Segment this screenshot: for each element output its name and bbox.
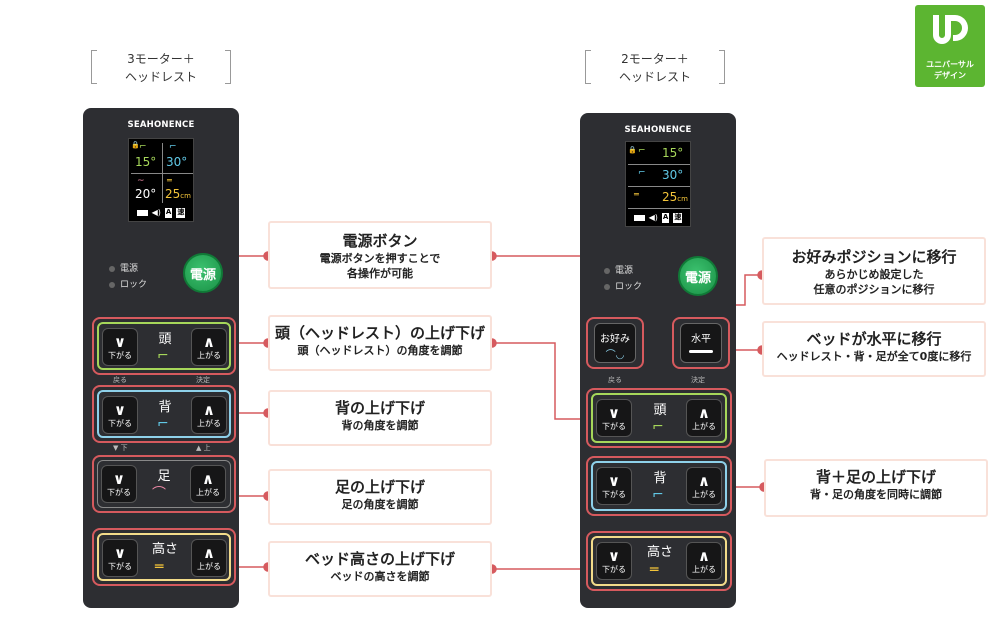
back-label: 戻る <box>113 376 127 384</box>
battery-icon <box>136 210 148 216</box>
back-label: 戻る <box>608 376 622 384</box>
callout-favorite: お好みポジションに移行 あらかじめ設定した 任意のポジションに移行 <box>762 237 986 305</box>
speaker-icon: ◀) <box>151 208 161 217</box>
lcd-screen: 🔒 ⌐ 15° ⌐ 30° ═ 25cm ◀) A 速 <box>625 141 691 227</box>
decide-label: 決定 <box>691 376 705 384</box>
callout-leg: 足の上げ下げ 足の角度を調節 <box>268 469 492 525</box>
height-label: 高さ <box>646 545 673 560</box>
height-value: 25cm <box>662 190 688 204</box>
back-up-button[interactable]: ∧上がる <box>686 467 722 505</box>
height-up-button[interactable]: ∧上がる <box>686 542 722 580</box>
back-icon: ⌐ <box>652 487 664 503</box>
left-remote: SEAHONENCE 🔒 ⌐ 15° ⌐ 30° ~ 20° ═ 25cm ◀)… <box>83 108 239 608</box>
height-down-button[interactable]: ∨下がる <box>596 542 632 580</box>
decide-label: 決定 <box>196 376 210 384</box>
back-down-button[interactable]: ∨下がる <box>102 396 138 434</box>
height-value: 25cm <box>165 187 191 201</box>
right-remote: SEAHONENCE 🔒 ⌐ 15° ⌐ 30° ═ 25cm ◀) A 速 電… <box>580 113 736 608</box>
brand-logo: SEAHONENCE <box>127 120 195 130</box>
callout-head: 頭（ヘッドレスト）の上げ下げ 頭（ヘッドレスト）の角度を調節 <box>268 315 492 371</box>
right-model-label: 2モーター＋ヘッドレスト <box>585 48 725 88</box>
lock-indicator: ロック <box>109 277 147 290</box>
flat-button-frame <box>672 317 730 369</box>
head-label: 頭 <box>158 332 172 347</box>
power-button[interactable]: 電源 <box>678 256 718 296</box>
head-button-group: ∨下がる 頭 ⌐ ∧上がる <box>586 388 732 448</box>
left-model-label: 3モーター＋ヘッドレスト <box>91 48 231 88</box>
leg-angle: 20° <box>135 187 157 201</box>
head-angle: 15° <box>135 155 157 169</box>
down-label: ▼ 下 <box>113 444 128 452</box>
favorite-button-frame <box>586 317 644 369</box>
head-down-button[interactable]: ∨下がる <box>596 399 632 437</box>
speed-badge: 速 <box>176 208 186 218</box>
head-icon: ⌐ <box>652 419 664 435</box>
speaker-icon: ◀) <box>648 213 658 222</box>
callout-flat: ベッドが水平に移行 ヘッドレスト・背・足が全て0度に移行 <box>762 321 986 377</box>
callout-back: 背の上げ下げ 背の角度を調節 <box>268 390 492 446</box>
back-up-button[interactable]: ∧上がる <box>191 396 227 434</box>
height-button-group: ∨下がる 高さ ═ ∧上がる <box>586 531 732 591</box>
power-button[interactable]: 電源 <box>183 253 223 293</box>
back-icon: ⌐ <box>157 416 169 432</box>
back-label-text: 背 <box>158 400 172 415</box>
head-angle: 15° <box>662 146 684 160</box>
head-up-button[interactable]: ∧上がる <box>686 399 722 437</box>
height-icon: ═ <box>650 562 659 578</box>
head-button-group: ∨下がる 頭 ⌐ ∧上がる <box>92 317 236 375</box>
back-down-button[interactable]: ∨下がる <box>596 467 632 505</box>
back-angle: 30° <box>662 168 684 182</box>
lcd-screen: 🔒 ⌐ 15° ⌐ 30° ~ 20° ═ 25cm ◀) A 速 <box>128 138 194 222</box>
height-down-button[interactable]: ∨下がる <box>102 539 138 577</box>
ud-mark-icon <box>933 15 968 44</box>
back-label-text: 背 <box>653 471 667 486</box>
leg-icon: ⌒ <box>152 486 166 502</box>
back-angle: 30° <box>166 155 188 169</box>
leg-label: 足 <box>157 469 171 484</box>
callout-back-leg: 背＋足の上げ下げ 背・足の角度を同時に調節 <box>764 459 988 517</box>
power-indicator: 電源 <box>109 261 138 274</box>
head-icon: ⌐ <box>157 348 169 364</box>
back-button-group: ∨下がる 背 ⌐ ∧上がる <box>92 385 236 443</box>
leg-down-button[interactable]: ∨下がる <box>101 465 137 503</box>
callout-height: ベッド高さの上げ下げ ベッドの高さを調節 <box>268 541 492 597</box>
favorite-button[interactable]: お好み ⌒◡ <box>594 323 636 363</box>
head-down-button[interactable]: ∨下がる <box>102 328 138 366</box>
height-up-button[interactable]: ∧上がる <box>191 539 227 577</box>
leg-up-button[interactable]: ∧上がる <box>190 465 226 503</box>
battery-icon <box>633 215 645 221</box>
height-icon: ═ <box>155 559 164 575</box>
flat-button[interactable]: 水平 <box>680 323 722 363</box>
callout-power: 電源ボタン 電源ボタンを押すことで 各操作が可能 <box>268 221 492 289</box>
lock-indicator: ロック <box>604 279 642 292</box>
leg-button-group: ∨下がる 足 ⌒ ∧上がる <box>92 455 236 513</box>
height-button-group: ∨下がる 高さ ═ ∧上がる <box>92 528 236 586</box>
power-indicator: 電源 <box>604 263 633 276</box>
speed-badge: 速 <box>673 213 683 223</box>
head-label: 頭 <box>653 403 667 418</box>
height-label: 高さ <box>151 542 178 557</box>
mode-a-badge: A <box>661 213 670 223</box>
back-leg-button-group: ∨下がる 背 ⌐ ∧上がる <box>586 456 732 516</box>
head-up-button[interactable]: ∧上がる <box>191 328 227 366</box>
brand-logo: SEAHONENCE <box>624 125 692 135</box>
mode-a-badge: A <box>164 208 173 218</box>
up-label: ▲ 上 <box>196 444 211 452</box>
universal-design-logo: ユニバーサルデザイン <box>915 5 985 87</box>
